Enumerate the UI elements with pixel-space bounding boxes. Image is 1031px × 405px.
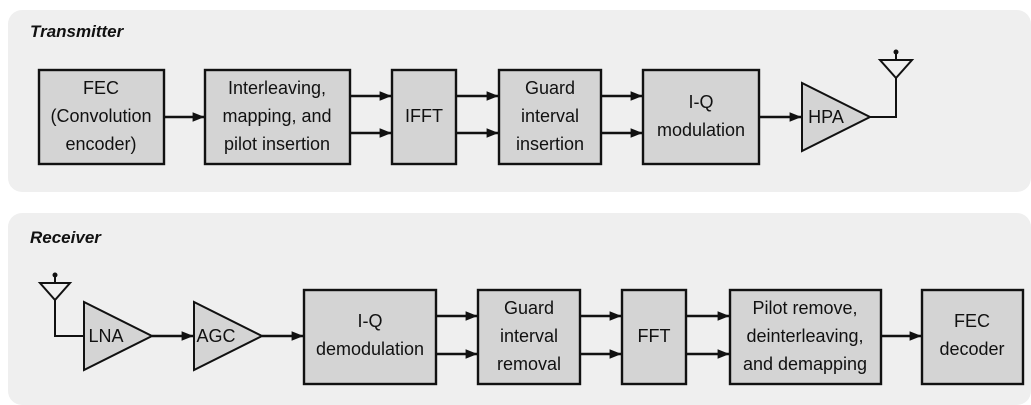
- rx-fec-label-2: decoder: [939, 339, 1004, 359]
- tx-guard-label-3: insertion: [516, 134, 584, 154]
- rx-fft-label: FFT: [638, 326, 671, 346]
- rx-iq-box: [302, 288, 438, 386]
- rx-lna-label: LNA: [88, 326, 123, 346]
- tx-interleaving-label-1: Interleaving,: [228, 78, 326, 98]
- tx-ifft-label: IFFT: [405, 106, 443, 126]
- rx-fec-label-1: FEC: [954, 311, 990, 331]
- tx-fec-block: FEC (Convolution encoder): [37, 68, 166, 166]
- rx-pilot-label-3: and demapping: [743, 354, 867, 374]
- receiver-title: Receiver: [30, 228, 101, 247]
- tx-interleaving-box: [203, 68, 352, 166]
- tx-iq-label-1: I-Q: [689, 92, 714, 112]
- rx-guard-label-3: removal: [497, 354, 561, 374]
- tx-guard-label-2: interval: [521, 106, 579, 126]
- rx-guard-block: Guard interval removal: [476, 288, 582, 386]
- rx-guard-label-1: Guard: [504, 298, 554, 318]
- tx-ifft-box: [390, 68, 458, 166]
- tx-hpa-label: HPA: [808, 107, 844, 127]
- tx-fec-label-2: (Convolution: [50, 106, 151, 126]
- rx-agc-label: AGC: [196, 326, 235, 346]
- rx-guard-label-2: interval: [500, 326, 558, 346]
- tx-antenna-icon: [870, 49, 915, 118]
- tx-fec-box: [37, 68, 166, 166]
- rx-agc-triangle: [193, 300, 265, 372]
- rx-pilot-label-1: Pilot remove,: [752, 298, 857, 318]
- tx-iq-label-2: modulation: [657, 120, 745, 140]
- rx-iq-block: I-Q demodulation: [302, 288, 438, 386]
- tx-fec-label-1: FEC: [83, 78, 119, 98]
- tx-iq-box: [641, 68, 761, 166]
- rx-pilot-box: [728, 288, 883, 386]
- rx-lna-amplifier: LNA: [83, 300, 155, 372]
- tx-guard-block: Guard interval insertion: [497, 68, 603, 166]
- rx-fec-block: FEC decoder: [920, 288, 1025, 386]
- rx-iq-label-1: I-Q: [358, 311, 383, 331]
- tx-guard-label-1: Guard: [525, 78, 575, 98]
- rx-fft-box: [620, 288, 688, 386]
- rx-fft-block: FFT: [620, 288, 688, 386]
- tx-hpa-triangle: [801, 81, 873, 153]
- rx-antenna-icon: [37, 272, 84, 337]
- transmitter-title: Transmitter: [30, 22, 124, 41]
- rx-pilot-label-2: deinterleaving,: [746, 326, 863, 346]
- rx-agc-amplifier: AGC: [193, 300, 265, 372]
- tx-fec-label-3: encoder): [65, 134, 136, 154]
- tx-ifft-block: IFFT: [390, 68, 458, 166]
- tx-interleaving-block: Interleaving, mapping, and pilot inserti…: [203, 68, 352, 166]
- tx-iq-block: I-Q modulation: [641, 68, 761, 166]
- rx-pilot-block: Pilot remove, deinterleaving, and demapp…: [728, 288, 883, 386]
- rx-iq-label-2: demodulation: [316, 339, 424, 359]
- tx-guard-box: [497, 68, 603, 166]
- tx-interleaving-label-2: mapping, and: [222, 106, 331, 126]
- rx-guard-box: [476, 288, 582, 386]
- tx-hpa-amplifier: HPA: [801, 81, 873, 153]
- rx-lna-triangle: [83, 300, 155, 372]
- tx-interleaving-label-3: pilot insertion: [224, 134, 330, 154]
- rx-fec-box: [920, 288, 1025, 386]
